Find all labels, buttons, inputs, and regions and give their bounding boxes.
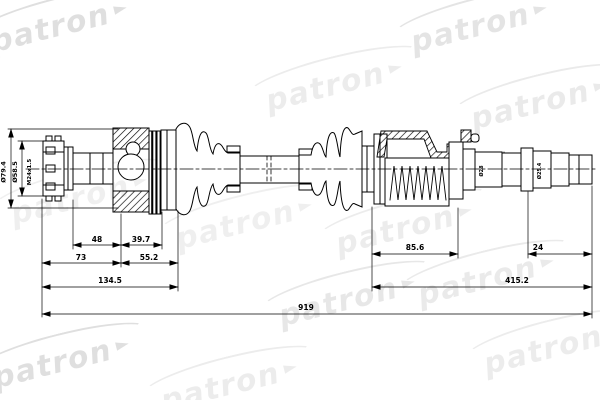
boot-clamp [298,183,313,191]
pin-detail [470,133,480,143]
dim-85-6-label: 85.6 [406,243,425,252]
abs-ring [148,130,162,215]
bolt-detail [460,129,472,143]
coil-spring [389,165,447,201]
dim-73-label: 73 [76,253,86,262]
dia-79-4-label: Ø79.4 [0,161,8,183]
outer-stub-shaft [72,152,114,185]
inner-joint-housing [376,129,480,207]
spline-end [568,154,593,185]
boot-clamp [298,148,313,156]
shaft-dia-label-2: Ø25.4 [536,162,543,179]
dim-55-2-label: 55.2 [140,253,159,262]
ball-bearing [117,153,145,181]
dim-134-5-label: 134.5 [98,276,122,285]
dim-24-label: 24 [533,243,543,252]
thread-label: M24x1.5 [27,159,33,186]
dimension-labels: Ø79.4 Ø58.5 M24x1.5 48 39.7 73 55.2 134.… [0,159,543,312]
dia-58-5-label: Ø58.5 [11,161,19,183]
inner-stub-shaft [462,147,593,192]
boot-clamp [226,185,241,193]
outer-cv-joint [112,127,177,215]
dim-919-label: 919 [298,303,314,312]
dimension-lines [7,128,593,319]
dim-48-label: 48 [92,235,102,244]
intermediate-shaft [239,155,303,184]
stub-thread-nut [42,135,74,202]
shaft-dia-label-1: Ø28 [478,165,485,177]
boot-clamp [226,145,241,153]
dim-39-7-label: 39.7 [132,235,151,244]
dim-415-2-label: 415.2 [505,276,529,285]
